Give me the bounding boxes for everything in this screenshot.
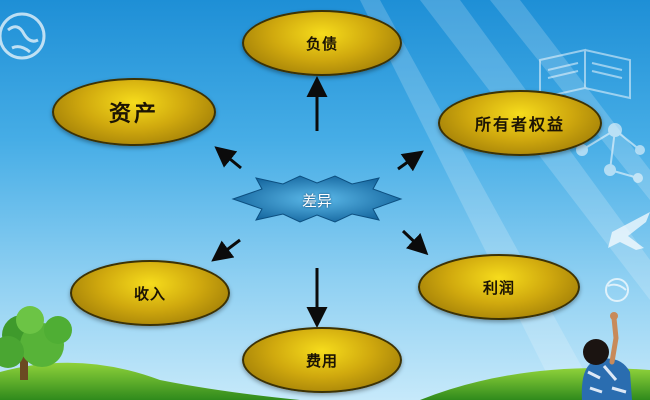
node-expenses: 费用 (242, 327, 402, 393)
tree-illustration (0, 306, 72, 380)
center-label: 差异 (301, 192, 332, 210)
node-profit: 利润 (418, 254, 580, 320)
node-equity-label: 所有者权益 (474, 115, 565, 134)
arrows (211, 76, 429, 328)
globe-icon (0, 12, 46, 60)
arrow-to-assets (214, 146, 242, 170)
arrow-to-profit (401, 229, 429, 256)
arrow-to-equity (397, 150, 424, 172)
person-illustration (581, 312, 632, 400)
node-assets-label: 资产 (108, 102, 159, 127)
arrow-to-income (211, 238, 241, 262)
center-star-shape (231, 175, 403, 223)
node-assets: 资产 (52, 78, 216, 146)
small-globe-icon (605, 278, 629, 302)
molecule-icon (576, 123, 645, 183)
airplane-icon (608, 212, 650, 250)
node-income-label: 收入 (133, 284, 166, 303)
node-expenses-label: 费用 (305, 351, 338, 370)
node-liabilities-label: 负债 (305, 34, 338, 53)
node-income: 收入 (70, 260, 230, 326)
node-liabilities: 负债 (242, 10, 402, 76)
node-equity: 所有者权益 (438, 90, 602, 156)
book-icon (539, 48, 631, 100)
light-rays (360, 0, 650, 400)
node-profit-label: 利润 (482, 278, 515, 297)
